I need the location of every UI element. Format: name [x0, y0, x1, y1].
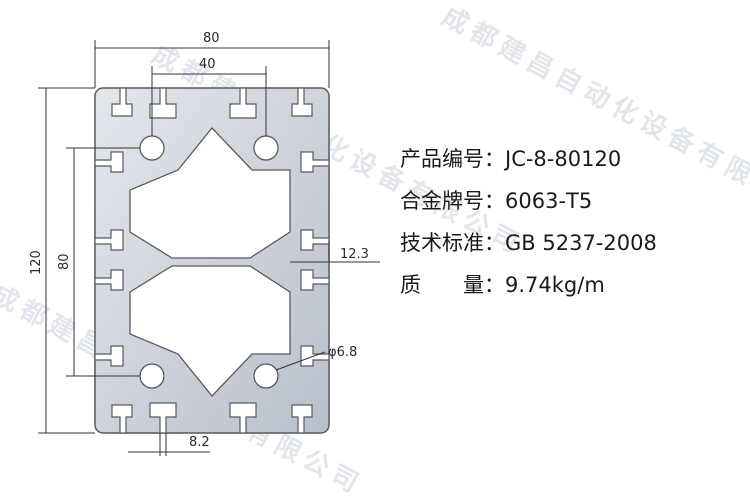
slot-left-2	[94, 229, 124, 251]
cavity-lower	[129, 265, 291, 397]
spec-row-4: 质 量：9.74kg/m	[400, 273, 605, 297]
dim-slot-spacing: 40	[199, 57, 216, 72]
spec-row-3: 技术标准：GB 5237-2008	[400, 231, 657, 255]
slot-bottom-center-left	[149, 402, 177, 434]
spec-value-2: 6063-T5	[505, 189, 592, 213]
hole-bottom-left	[139, 363, 165, 389]
hole-top-left	[139, 135, 165, 161]
dim-height-total: 120	[29, 250, 44, 275]
slot-right-2	[300, 229, 330, 251]
dim-slot-depth: 12.3	[340, 247, 369, 262]
spec-row-2: 合金牌号：6063-T5	[400, 189, 592, 213]
spec-value-1: JC-8-80120	[503, 147, 621, 171]
dim-height-inner: 80	[57, 253, 72, 270]
spec-value-4: 9.74kg/m	[505, 273, 605, 297]
hole-bottom-right	[253, 363, 279, 389]
dim-hole-diameter: φ6.8	[328, 345, 357, 360]
spec-label-1: 产品编号：	[400, 147, 505, 171]
aluminum-profile	[94, 87, 330, 434]
slot-bottom-right	[291, 404, 313, 434]
slot-bottom-center-right	[229, 402, 257, 434]
slot-left-1	[94, 151, 124, 173]
slot-left-4	[94, 345, 124, 367]
cavity-upper	[129, 127, 291, 259]
slot-left-3	[94, 269, 124, 291]
spec-block: 产品编号：JC-8-80120 合金牌号：6063-T5 技术标准：GB 523…	[400, 147, 657, 297]
spec-row-1: 产品编号：JC-8-80120	[400, 147, 621, 171]
spec-value-3: GB 5237-2008	[505, 231, 657, 255]
slot-right-3	[300, 269, 330, 291]
slot-top-left	[111, 87, 133, 117]
spec-label-4: 质 量：	[400, 273, 505, 297]
slot-right-1	[300, 151, 330, 173]
spec-label-2: 合金牌号：	[400, 189, 505, 213]
dimension-lines	[38, 40, 380, 456]
dim-slot-width: 8.2	[189, 435, 210, 450]
slot-bottom-left	[111, 404, 133, 434]
dim-width-total: 80	[203, 31, 220, 46]
slot-top-center-left	[149, 87, 177, 119]
hole-top-right	[253, 135, 279, 161]
slot-top-right	[291, 87, 313, 117]
spec-label-3: 技术标准：	[400, 231, 505, 255]
slot-top-center-right	[229, 87, 257, 119]
